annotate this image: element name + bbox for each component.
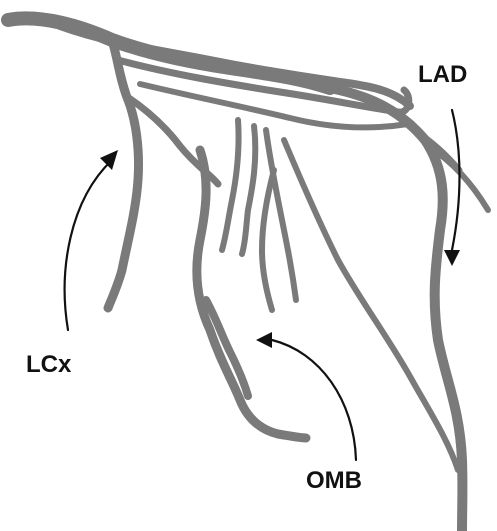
lad-arrowhead	[444, 250, 460, 266]
lad-label: LAD	[418, 61, 467, 88]
middle-branch-2	[242, 126, 255, 254]
omb-label: OMB	[306, 467, 362, 494]
omb-arrow	[272, 340, 356, 460]
lad-arrow	[452, 110, 460, 250]
omb-arrowhead	[256, 332, 272, 348]
lcx-vessel	[108, 40, 139, 308]
middle-branch-1	[222, 120, 239, 250]
lcx-label: LCx	[26, 351, 72, 378]
lcx-arrowhead	[100, 150, 118, 170]
middle-branch-4	[262, 170, 274, 310]
